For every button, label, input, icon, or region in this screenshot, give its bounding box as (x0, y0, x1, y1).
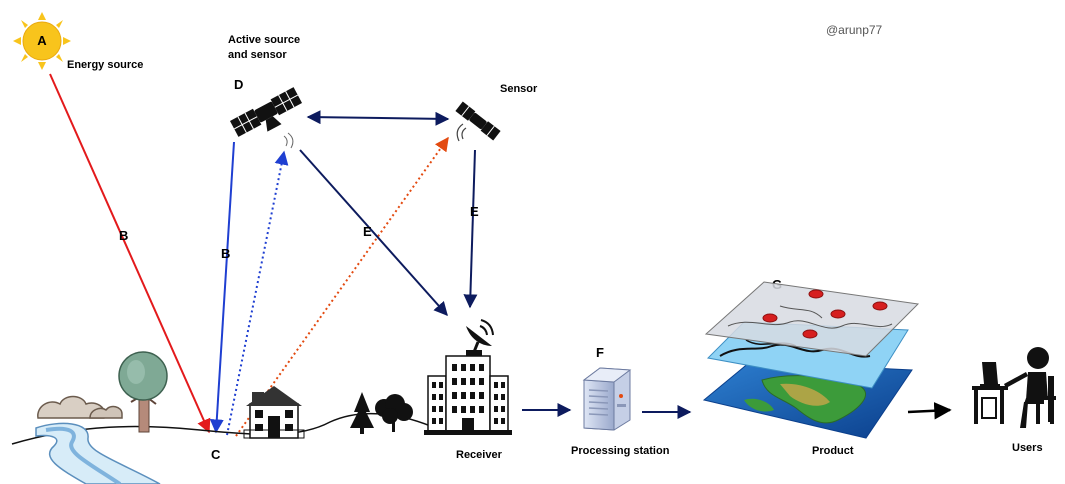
product-to-users-arrow (907, 402, 952, 420)
label-d: D (234, 77, 243, 92)
active-beam-arrow (209, 141, 235, 434)
active-source-label-line2: and sensor (228, 49, 287, 61)
downlink-sensor-arrow (463, 149, 478, 309)
river-icon (35, 422, 161, 484)
user-at-desk-icon (972, 347, 1056, 428)
label-b-sun: B (119, 228, 128, 243)
tree-icon (118, 351, 168, 433)
house-icon (243, 386, 305, 439)
sun-ray-arrow (49, 73, 211, 434)
backscatter-arrow (226, 150, 289, 436)
reflection-arrow (235, 136, 449, 437)
sun-icon (13, 12, 71, 70)
sensor-label: Sensor (500, 83, 538, 95)
energy-source-label: Energy source (67, 59, 143, 71)
label-a: A (37, 33, 47, 48)
downlink-active-arrow (299, 149, 448, 317)
cloud-icon (37, 395, 123, 419)
users-label: Users (1012, 442, 1043, 454)
active-satellite-icon (229, 87, 303, 137)
label-e-sensor: E (470, 204, 479, 219)
sensor-satellite-icon (455, 101, 501, 141)
sensor-signal-icon (456, 123, 467, 142)
server-icon (582, 367, 632, 431)
active-source-label-line1: Active source (228, 34, 300, 46)
trees-icon (350, 392, 413, 434)
product-label: Product (812, 445, 854, 457)
map-layers-icon (702, 281, 920, 439)
label-e-center: E (363, 224, 372, 239)
label-c: C (211, 447, 221, 462)
receiver-label: Receiver (456, 449, 503, 461)
label-b-active: B (221, 246, 230, 261)
processing-station-label: Processing station (571, 445, 670, 457)
active-satellite-signal-icon (283, 132, 294, 149)
label-f: F (596, 345, 604, 360)
receiver-building-icon (424, 319, 512, 435)
watermark-credit: @arunp77 (826, 23, 883, 37)
satellite-link-arrow (306, 110, 450, 126)
